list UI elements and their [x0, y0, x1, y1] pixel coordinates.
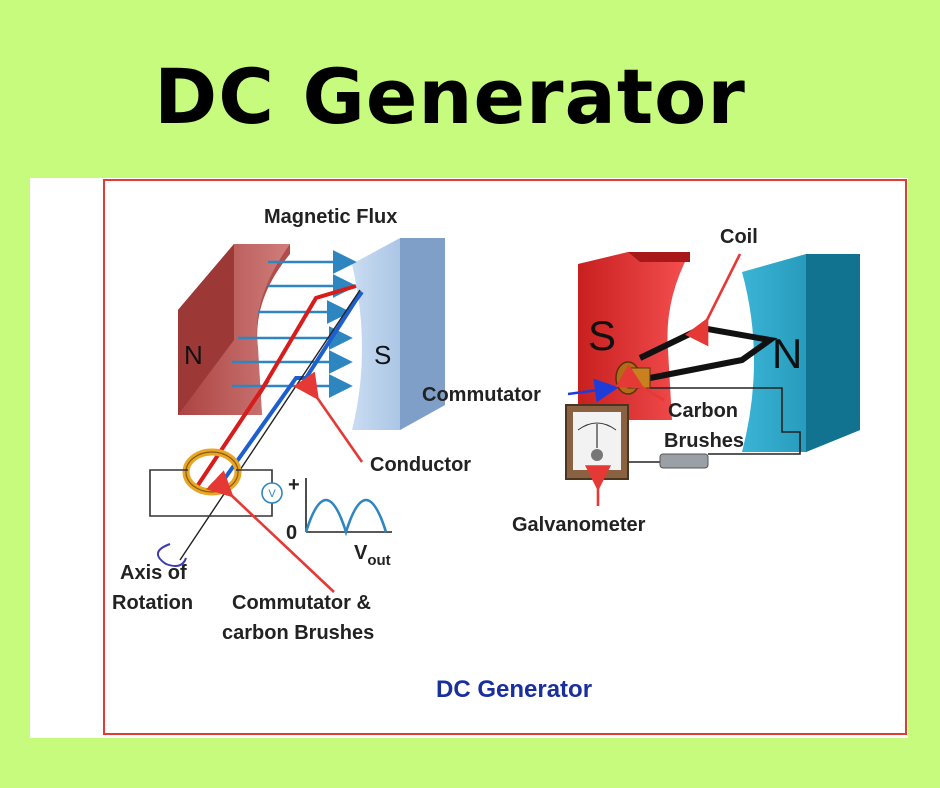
magnetic-flux-label: Magnetic Flux [264, 206, 398, 228]
left-pole-s: S [374, 340, 392, 370]
carbon-brushes-line2: Brushes [664, 430, 745, 452]
left-pole-n: N [184, 340, 203, 370]
diagram-caption: DC Generator [436, 676, 593, 703]
right-generator [565, 252, 860, 506]
output-waveform [304, 478, 392, 537]
axis-label-line1: Axis of [120, 562, 187, 584]
vout-v: V [354, 542, 368, 564]
resistor [659, 453, 709, 469]
left-generator: V [149, 238, 445, 593]
galvanometer-icon [565, 404, 629, 480]
diagram-frame [103, 179, 907, 735]
vout-label: Vout [354, 542, 391, 569]
svg-text:V: V [268, 488, 276, 500]
right-pole-s: S [588, 312, 617, 359]
voltmeter-icon [261, 482, 283, 504]
commutator-brushes-line2: carbon Brushes [222, 622, 375, 644]
zero-label: 0 [286, 522, 298, 544]
rotation-axis [179, 289, 361, 561]
right-pole-n: N [772, 330, 803, 377]
plus-label: + [288, 474, 300, 496]
coil [638, 324, 778, 381]
external-circuit [149, 469, 273, 517]
rotation-arrow-icon [157, 543, 187, 567]
conductor-red [196, 284, 357, 487]
commutator-label: Commutator [422, 384, 541, 406]
galvanometer-label: Galvanometer [512, 514, 646, 536]
coil-label: Coil [720, 226, 758, 248]
commutator-brushes-line1: Commutator & [232, 592, 371, 614]
axis-label-line2: Rotation [112, 592, 194, 614]
vout-sub: out [367, 552, 391, 569]
conductor-label: Conductor [370, 454, 472, 476]
page-title: DC Generator [154, 52, 746, 141]
carbon-brushes-line1: Carbon [668, 400, 738, 422]
